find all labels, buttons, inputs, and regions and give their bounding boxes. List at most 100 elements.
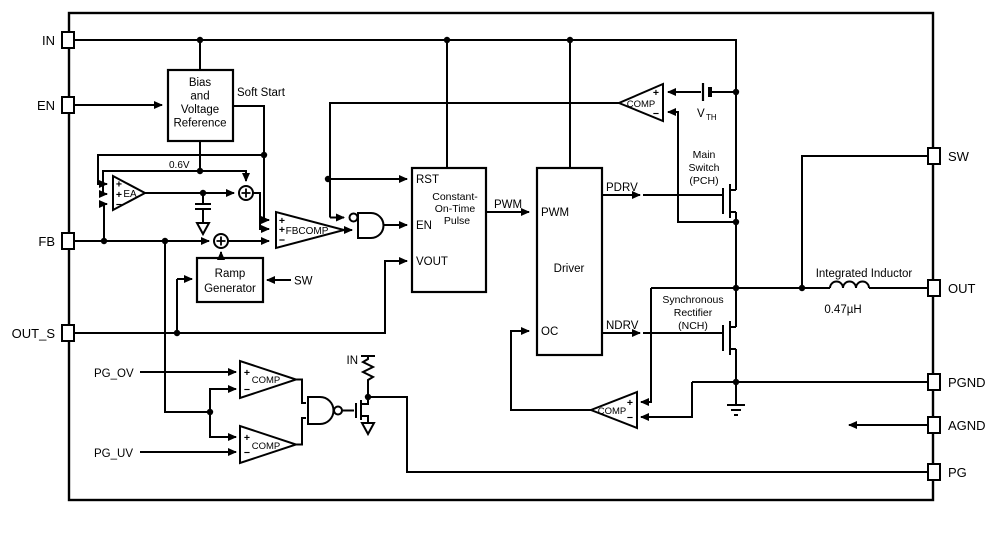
- pin-in-label: IN: [42, 33, 55, 48]
- pin-outs: [61, 324, 75, 342]
- pin-out: [927, 279, 941, 297]
- ramp-label-2: Generator: [204, 283, 256, 295]
- vth-battery: [701, 83, 712, 101]
- pin-pgnd-label: PGND: [948, 375, 986, 390]
- pin-en-label: EN: [37, 98, 55, 113]
- pguv-out-wire: [296, 417, 306, 446]
- pdrv-label: PDRV: [606, 182, 638, 194]
- summing-junction-fb-ramp: [213, 233, 229, 249]
- fbcomp-label: FBCOMP: [286, 226, 329, 237]
- bias-label-2: and: [190, 91, 209, 103]
- pgnd-to-zcd-minus: [640, 382, 693, 421]
- zero-cross-comparator: [588, 390, 638, 430]
- sw-to-zcd-plus: [640, 288, 652, 406]
- pguv-minus-sign: −: [244, 447, 250, 459]
- bias-label-3: Voltage: [181, 104, 219, 116]
- pguv-comp-label: COMP: [252, 441, 281, 452]
- pgov-plus-sign: +: [244, 367, 250, 379]
- agnd-down-arrow-icon: [360, 422, 376, 437]
- pg-transistor: [355, 398, 376, 437]
- pin-pgnd: [927, 373, 941, 391]
- sync-rect-label-2: Rectifier: [674, 307, 713, 319]
- pg-pullup-supply-label: IN: [347, 355, 359, 367]
- pgov-minus-sign: −: [244, 384, 250, 396]
- nand-bubble: [333, 405, 343, 416]
- pgov-comp-label: COMP: [252, 375, 281, 386]
- driver-pwm-label: PWM: [541, 207, 569, 219]
- pgov-out-wire: [296, 378, 306, 404]
- softstart-to-ea: [97, 154, 264, 188]
- cot-title-1: Constant-: [432, 191, 478, 203]
- soft-start-label: Soft Start: [237, 87, 286, 99]
- arrow-wires: [72, 88, 928, 456]
- in-rail-wire: [72, 39, 737, 190]
- constant-on-time-block: [410, 166, 488, 294]
- pin-agnd-label: AGND: [948, 418, 986, 433]
- zcd-minus-sign: −: [627, 412, 633, 424]
- fb-sense-drop: [164, 241, 210, 413]
- pgov-comparator: [239, 359, 300, 400]
- pin-en: [61, 96, 75, 114]
- main-switch-label-2: Switch: [689, 162, 720, 174]
- main-switch-label-1: Main: [693, 149, 716, 161]
- nand-gate: [307, 396, 343, 425]
- inductor-name-label: Integrated Inductor: [816, 268, 913, 280]
- pin-pg-label: PG: [948, 465, 967, 480]
- sum-to-fbcomp: [253, 192, 270, 233]
- cot-title-2: On-Time: [435, 203, 476, 215]
- compensation-capacitor: [195, 203, 211, 237]
- softstart-wire: [233, 105, 270, 224]
- agnd-down-arrow-icon: [195, 222, 211, 237]
- ndrv-label: NDRV: [606, 320, 639, 332]
- summing-junction-ref: [238, 185, 254, 201]
- pgov-net-label: PG_OV: [94, 368, 134, 380]
- ramp-generator-block: [195, 256, 265, 304]
- fbcomp-comparator: [275, 210, 348, 250]
- pin-sw-label: SW: [948, 149, 970, 164]
- current-limit-comparator: [616, 82, 664, 123]
- zcd-comp-label: COMP: [598, 406, 627, 417]
- bias-label-1: Bias: [189, 77, 212, 89]
- cot-en-label: EN: [416, 220, 432, 232]
- ea-error-amplifier: [112, 174, 148, 212]
- vth-sub-label: TH: [706, 113, 717, 122]
- pin-outs-label: OUT_S: [12, 326, 56, 341]
- pin-agnd: [927, 416, 941, 434]
- pgnd-ground-symbol: [727, 382, 745, 416]
- outs-wire: [72, 257, 408, 334]
- fb-to-ea-minus: [99, 200, 108, 241]
- sw-pin-wire: [801, 155, 928, 288]
- inductor-symbol: [829, 280, 870, 289]
- ea-plus1-sign: +: [116, 179, 122, 191]
- pg-pullup-resistor: [360, 355, 376, 397]
- pguv-net-label: PG_UV: [94, 448, 133, 460]
- inductor-value-label: 0.47µH: [824, 304, 861, 316]
- pin-out-label: OUT: [948, 281, 976, 296]
- fb-to-pgov: [209, 385, 237, 412]
- ic-border: [67, 11, 935, 502]
- inverter-bubble: [348, 212, 359, 223]
- fb-to-pguv: [209, 412, 237, 441]
- ilim-comp-label: COMP: [627, 99, 656, 110]
- sync-rect-label-3: (NCH): [678, 320, 708, 332]
- driver-oc-label: OC: [541, 326, 558, 338]
- vth-label: V: [697, 108, 705, 120]
- fbcomp-minus-sign: −: [279, 235, 285, 247]
- ramp-label-1: Ramp: [215, 268, 246, 280]
- pin-fb: [61, 232, 75, 250]
- oc-wire: [510, 327, 591, 411]
- pin-in: [61, 31, 75, 49]
- pguv-plus-sign: +: [244, 432, 250, 444]
- ramp-sw-label: SW: [294, 276, 313, 288]
- pwm-net-label: PWM: [494, 199, 522, 211]
- main-switch-label-3: (PCH): [689, 175, 718, 187]
- cot-rst-label: RST: [416, 174, 439, 186]
- ilim-plus-sign: +: [653, 87, 659, 99]
- driver-title: Driver: [554, 263, 585, 275]
- fbcomp-plus2-sign: +: [279, 224, 285, 236]
- ea-plus2-sign: +: [116, 189, 122, 201]
- ilim-minus-sign: −: [653, 108, 659, 120]
- vref-label: 0.6V: [169, 160, 190, 171]
